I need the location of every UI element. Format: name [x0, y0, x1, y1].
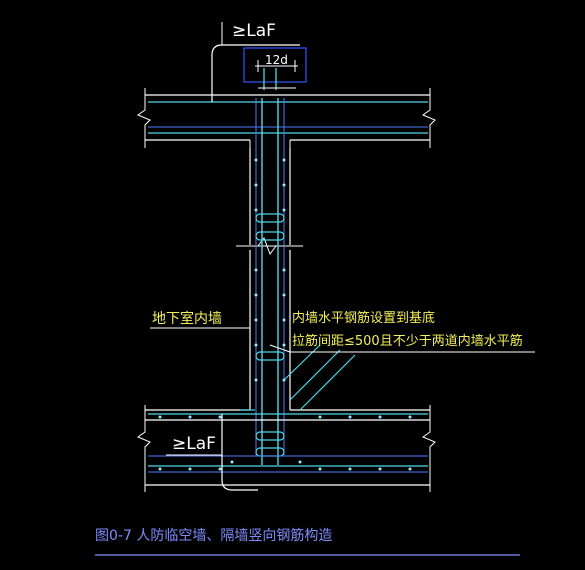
top-anchor-hook [211, 22, 307, 102]
break-line-right-top [421, 88, 436, 148]
wall-rebar-dots [254, 158, 286, 382]
wall [236, 98, 303, 465]
wall-name-label: 地下室内墙 [152, 310, 222, 327]
top-slab [136, 88, 436, 148]
bottom-slab [136, 405, 436, 492]
top-anchor-label: ≥LaF [232, 21, 276, 41]
top-dimension-label: 12d [265, 53, 288, 67]
bottom-anchor-label: ≥LaF [172, 434, 216, 454]
tie-bars [255, 213, 285, 457]
break-line-left-bottom [136, 405, 151, 492]
bottom-haunch-bars [240, 344, 356, 411]
slab-rebar-dots [158, 415, 412, 471]
note-line-1: 内墙水平钢筋设置到基底 [292, 310, 435, 326]
break-line-left-top [136, 88, 151, 148]
top-dimension-box [243, 47, 307, 83]
note-line-2: 拉筋间距≤500且不少于两道内墙水平筋 [292, 333, 523, 349]
figure-caption: 图0-7 人防临空墙、隔墙竖向钢筋构造 [95, 527, 332, 544]
annotation-leaders [150, 327, 535, 353]
break-line-right-bottom [421, 405, 436, 492]
